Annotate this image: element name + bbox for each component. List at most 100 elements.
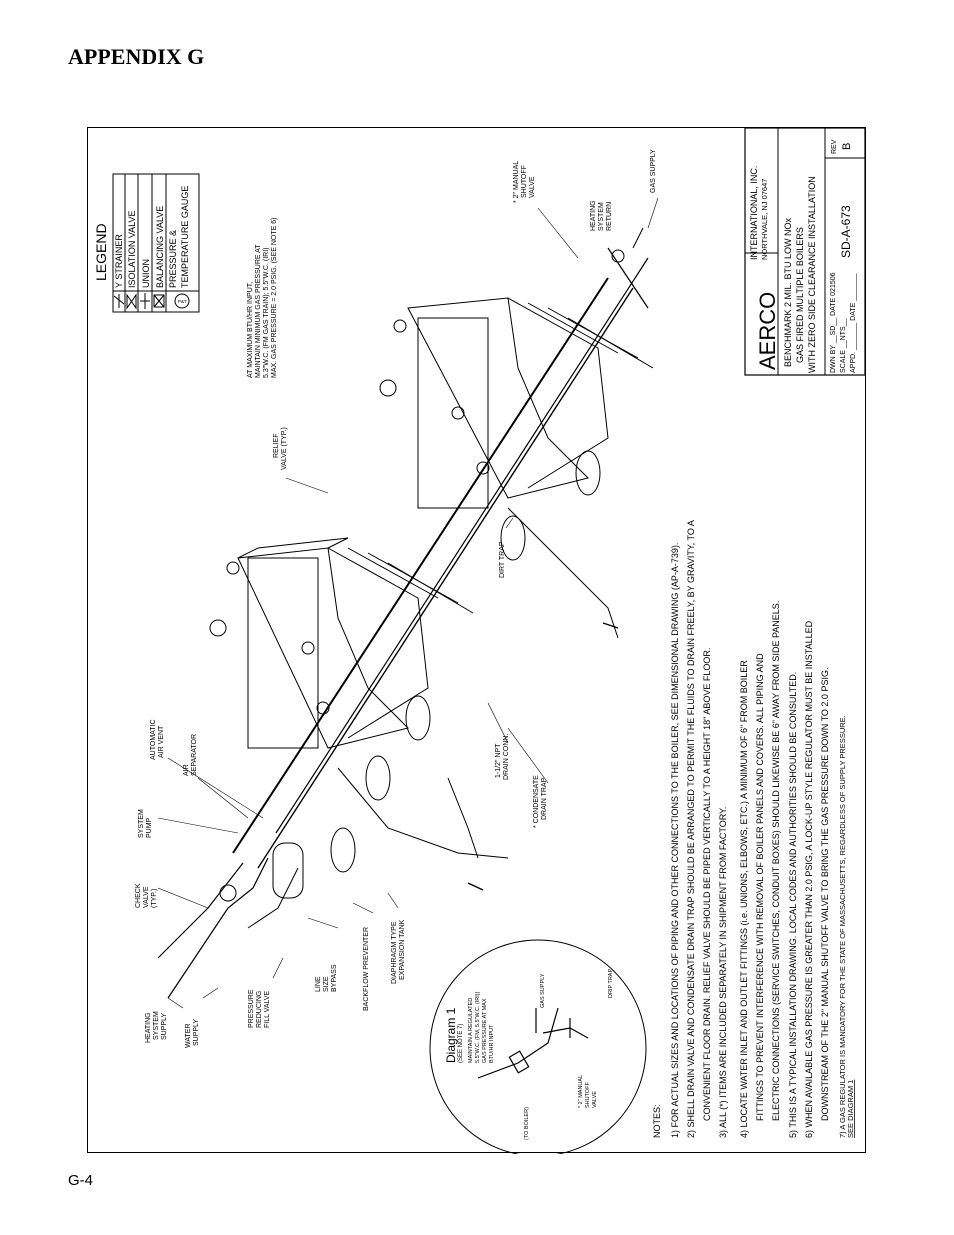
leader-lines xyxy=(157,197,659,1009)
note-7: 7) A GAS REGULATOR IS MANDATORY FOR THE … xyxy=(838,715,847,1138)
company-line1: INTERNATIONAL, INC. xyxy=(749,166,759,260)
svg-text:GAS SUPPLY: GAS SUPPLY xyxy=(540,973,546,1008)
legend-item-union: UNION xyxy=(141,259,151,288)
svg-text:(TO BOILER): (TO BOILER) xyxy=(524,1107,530,1140)
note-1: 1) FOR ACTUAL SIZES AND LOCATIONS OF PIP… xyxy=(670,543,680,1138)
svg-text:SUPPLY: SUPPLY xyxy=(193,1019,200,1046)
svg-text:DRIP TRAP: DRIP TRAP xyxy=(608,969,614,998)
legend-item-y-strainer: Y STRAINER xyxy=(114,234,124,288)
label-heating-return: HEATING SYSTEM RETURN xyxy=(590,200,613,231)
label-air-separator: AIR SEPARATOR xyxy=(183,734,198,776)
notes-heading: NOTES: xyxy=(652,1104,662,1138)
label-bypass: LINE SIZE BYPASS xyxy=(315,964,338,992)
svg-text:CHECK: CHECK xyxy=(135,883,142,908)
svg-text:PRESSURE: PRESSURE xyxy=(248,989,255,1028)
svg-text:AT MAXIMUM BTU/HR INPUT,: AT MAXIMUM BTU/HR INPUT, xyxy=(247,282,254,378)
svg-text:VALVE: VALVE xyxy=(143,886,150,908)
appd: APPD. _______ DATE _______ xyxy=(850,273,857,373)
label-dirt-trap: DIRT TRAP xyxy=(499,541,506,578)
drawing-number: SD-A-673 xyxy=(839,205,853,258)
legend-item-pt-2: TEMPERATURE GAUGE xyxy=(180,186,190,288)
label-system-pump: SYSTEM PUMP xyxy=(138,809,153,838)
svg-text:MAINTAIN MINIMUM GAS PRESSURE: MAINTAIN MINIMUM GAS PRESSURE AT xyxy=(255,244,262,378)
svg-text:WATER: WATER xyxy=(185,1024,192,1049)
svg-text:MAX. GAS PRESSURE = 2.0 PSIG.: MAX. GAS PRESSURE = 2.0 PSIG. (SEE NOTE … xyxy=(271,218,278,378)
svg-text:* 2" MANUAL: * 2" MANUAL xyxy=(578,1075,584,1108)
svg-text:AIR: AIR xyxy=(183,764,190,776)
label-water-supply: WATER SUPPLY xyxy=(185,1019,200,1048)
piping-schematic xyxy=(157,227,654,999)
svg-text:* 2" MANUAL: * 2" MANUAL xyxy=(513,161,520,203)
label-manual-valve: * 2" MANUAL SHUTOFF VALVE xyxy=(513,161,536,203)
label-heating-supply: HEATING SYSTEM SUPPLY xyxy=(145,1011,168,1043)
scale: SCALE __NTS__ xyxy=(840,318,847,373)
diagram-1: Diagram 1 (SEE NOTE 7) MAINTAIN A REGULA… xyxy=(429,939,647,1157)
note-4: 4) LOCATE WATER INLET AND OUTLET FITTING… xyxy=(739,660,749,1138)
svg-text:HEATING: HEATING xyxy=(145,1012,152,1043)
svg-text:5.5"W.C. (FM, 5.5"W.C. (IRI)): 5.5"W.C. (FM, 5.5"W.C. (IRI)) xyxy=(475,991,481,1063)
label-check-valve: CHECK VALVE (TYP.) xyxy=(135,883,158,908)
drawing-svg: AERCO INTERNATIONAL, INC. NORTHVALE, NJ … xyxy=(93,127,866,1157)
svg-text:RELIEF: RELIEF xyxy=(273,433,280,458)
isolation-valve-icon xyxy=(126,293,137,310)
note-2b: CONVENIENT FLOOR DRAIN. RELIEF VALVE SHO… xyxy=(702,648,712,1121)
y-strainer-icon xyxy=(113,294,125,308)
svg-text:DIAPHRAGM TYPE: DIAPHRAGM TYPE xyxy=(391,921,398,984)
note-3: 3) ALL (*) ITEMS ARE INCLUDED SEPARATELY… xyxy=(718,807,728,1138)
company-line2: NORTHVALE, NJ 07647 xyxy=(760,179,769,260)
label-relief-valve: RELIEF VALVE (TYP.) xyxy=(273,427,288,470)
svg-text:RETURN: RETURN xyxy=(606,202,613,231)
svg-text:FILL VALVE: FILL VALVE xyxy=(264,990,271,1028)
svg-text:5.3"W.C. (FM GAS TRAIN); 5.5"W: 5.3"W.C. (FM GAS TRAIN); 5.5"W.C. (IRI) xyxy=(263,248,270,378)
svg-text:BTU/HR INPUT: BTU/HR INPUT xyxy=(489,1024,495,1063)
diagram1-title: Diagram 1 xyxy=(444,1007,458,1063)
svg-text:VALVE (TYP.): VALVE (TYP.) xyxy=(281,427,288,470)
union-icon xyxy=(140,293,150,309)
pt-gauge-icon: P&T xyxy=(174,293,190,309)
desc-line1: BENCHMARK 2 MIL. BTU LOW NOx xyxy=(783,217,793,367)
svg-text:SUPPLY: SUPPLY xyxy=(161,1013,168,1040)
callouts: HEATING SYSTEM SUPPLY WATER SUPPLY PRESS… xyxy=(135,149,657,1048)
svg-text:BYPASS: BYPASS xyxy=(331,964,338,992)
svg-text:REDUCING: REDUCING xyxy=(256,991,263,1028)
legend-item-pt-1: PRESSURE & xyxy=(168,230,178,288)
label-condensate-trap: * CONDENSATE DRAIN TRAP xyxy=(533,775,548,828)
rev-value: B xyxy=(841,143,853,150)
balancing-valve-icon xyxy=(153,294,165,308)
svg-text:P&T: P&T xyxy=(178,299,187,304)
svg-text:HEATING: HEATING xyxy=(590,200,597,231)
svg-text:AUTOMATIC: AUTOMATIC xyxy=(150,719,157,760)
label-gas-supply: GAS SUPPLY xyxy=(650,149,657,193)
note-2: 2) SHELL DRAIN VALVE AND CONDENSATE DRAI… xyxy=(686,520,696,1138)
company-name: AERCO xyxy=(755,292,780,370)
svg-text:SHUTOFF: SHUTOFF xyxy=(521,165,528,198)
svg-text:SYSTEM: SYSTEM xyxy=(598,202,605,231)
rev-label: REV xyxy=(831,139,838,154)
label-expansion-tank: DIAPHRAGM TYPE EXPANSION TANK xyxy=(391,919,406,984)
svg-text:BACKFLOW PREVENTER: BACKFLOW PREVENTER xyxy=(363,927,370,1011)
svg-text:SYSTEM: SYSTEM xyxy=(153,1011,160,1040)
page-number: G-4 xyxy=(68,1172,94,1189)
label-prv: PRESSURE REDUCING FILL VALVE xyxy=(248,989,271,1028)
svg-text:VALVE: VALVE xyxy=(592,1091,598,1108)
label-drain-conn: 1-1/2" NPT DRAIN CONN. xyxy=(495,734,510,780)
pt-gauges xyxy=(301,406,490,715)
svg-text:EXPANSION TANK: EXPANSION TANK xyxy=(399,919,406,980)
legend-title: LEGEND xyxy=(93,223,109,281)
svg-text:AIR VENT: AIR VENT xyxy=(158,725,165,758)
legend: LEGEND P&T Y STRAINER ISOLATION VALVE UN… xyxy=(93,173,200,313)
svg-text:SEPARATOR: SEPARATOR xyxy=(191,734,198,776)
label-air-vent: AUTOMATIC AIR VENT xyxy=(150,719,165,760)
svg-text:GAS PRESSURE AT MAX: GAS PRESSURE AT MAX xyxy=(482,998,488,1063)
note-6b: DOWNSTREAM OF THE 2" MANUAL SHUTOFF VALV… xyxy=(820,668,830,1121)
desc-line2: GAS FIRED MULTIPLE BOILERS xyxy=(795,227,805,363)
notes: NOTES: 1) FOR ACTUAL SIZES AND LOCATIONS… xyxy=(652,520,855,1138)
boiler-2 xyxy=(379,297,654,509)
condensate-tanks xyxy=(330,450,601,873)
note-4c: ELECTRIC CONNECTIONS (SERVICE SWITCHES, … xyxy=(771,601,781,1121)
page-title: APPENDIX G xyxy=(68,44,205,69)
svg-text:MAINTAIN A REGULATED: MAINTAIN A REGULATED xyxy=(468,998,474,1063)
svg-text:VALVE: VALVE xyxy=(529,176,536,198)
label-gas-note: AT MAXIMUM BTU/HR INPUT, MAINTAIN MINIMU… xyxy=(247,218,278,378)
dwn-by: DWN BY __SD__ DATE 021506 xyxy=(830,272,837,373)
